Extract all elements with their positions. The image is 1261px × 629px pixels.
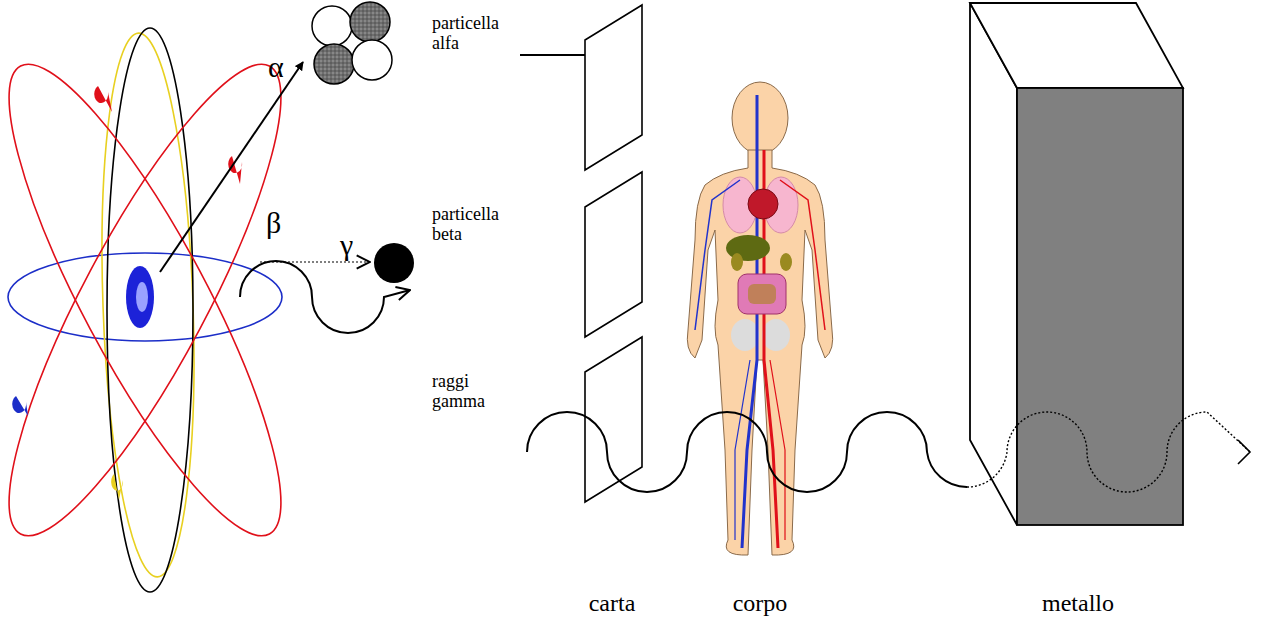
particle-label: particella alfa <box>432 14 514 54</box>
orbit <box>107 28 193 592</box>
nucleus-core <box>136 282 148 312</box>
gamma-ray-through-metal <box>967 412 1250 492</box>
gamma-emission-wave <box>240 261 410 333</box>
gamma-ray <box>527 412 967 492</box>
beta-particle <box>374 243 414 283</box>
gamma-arrowhead <box>1238 440 1250 464</box>
human-body <box>687 82 832 555</box>
material-label: carta <box>589 590 636 616</box>
electron <box>111 474 123 500</box>
paper-sheet <box>585 5 642 502</box>
material-label: corpo <box>733 590 788 616</box>
metal-block <box>970 3 1183 525</box>
alpha-particle <box>312 2 392 84</box>
greek-symbol: β <box>266 206 281 239</box>
nucleus <box>126 266 154 328</box>
orbit <box>0 37 324 563</box>
greek-symbol: γ <box>340 228 353 261</box>
ray-label: raggi gamma <box>432 372 502 412</box>
alpha-emission-arrow <box>160 62 303 272</box>
electron <box>94 86 112 112</box>
atom <box>0 28 324 592</box>
electron <box>12 396 28 416</box>
orbit <box>0 37 324 563</box>
greek-symbol: α <box>268 50 284 83</box>
particle-label: particella beta <box>432 205 514 245</box>
orbit <box>94 32 203 579</box>
material-label: metallo <box>1042 590 1114 616</box>
